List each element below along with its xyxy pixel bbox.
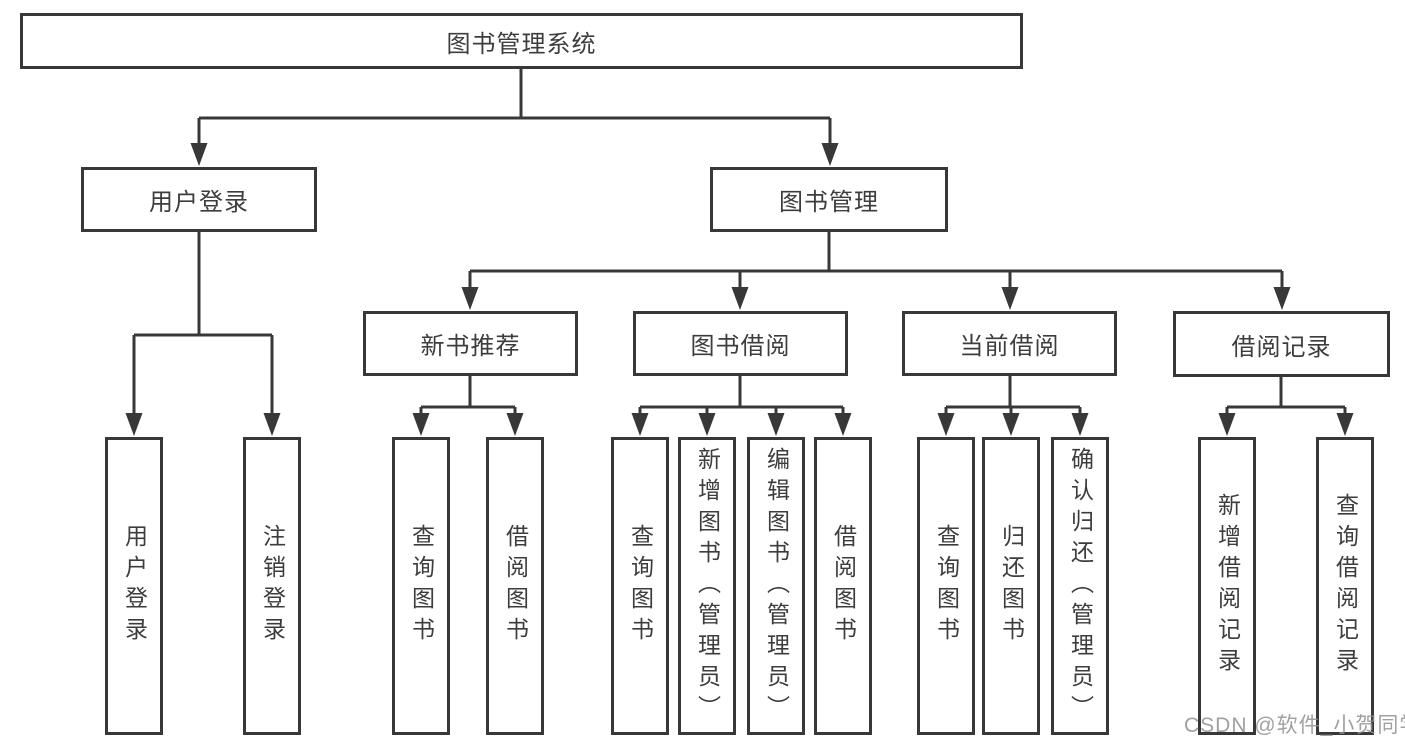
leaf-borrow-books-1-label: 借阅图书 — [502, 524, 529, 648]
leaf-user-login: 用户登录 — [105, 437, 163, 735]
leaf-logout: 注销登录 — [243, 437, 301, 735]
leaf-return-books-label: 归还图书 — [998, 524, 1025, 648]
arrowhead — [412, 413, 430, 436]
node-new-book-recommend-label: 新书推荐 — [420, 333, 521, 360]
arrowhead — [1071, 413, 1089, 436]
arrowheads — [125, 143, 1354, 436]
arrowhead — [125, 413, 143, 436]
leaf-confirm-return-admin: 确认归还（管理员） — [1051, 437, 1109, 735]
leaf-return-books: 归还图书 — [982, 437, 1040, 735]
leaf-add-borrow-record-label: 新增借阅记录 — [1214, 493, 1241, 679]
arrowhead — [821, 143, 839, 166]
node-book-management-label: 图书管理 — [779, 189, 879, 216]
node-root: 图书管理系统 — [20, 13, 1023, 69]
connector-lines — [132, 69, 1347, 418]
leaf-add-books-admin: 新增图书（管理员） — [678, 437, 736, 735]
leaf-add-borrow-record: 新增借阅记录 — [1198, 437, 1256, 735]
node-new-book-recommend: 新书推荐 — [363, 311, 578, 376]
leaf-borrow-books-1: 借阅图书 — [486, 437, 544, 735]
arrowhead — [731, 287, 749, 310]
edge-bookborrow-to-leaves — [638, 376, 845, 418]
leaf-query-books-3-label: 查询图书 — [933, 524, 960, 648]
leaf-query-books-1: 查询图书 — [392, 437, 450, 735]
leaf-query-books-1-label: 查询图书 — [408, 524, 435, 648]
arrowhead — [263, 413, 281, 436]
node-current-borrow-label: 当前借阅 — [959, 333, 1060, 360]
arrowhead — [1002, 413, 1020, 436]
leaf-edit-books-admin-label: 编辑图书（管理员） — [763, 446, 790, 726]
node-root-label: 图书管理系统 — [446, 30, 597, 58]
leaf-query-books-2: 查询图书 — [611, 437, 669, 735]
csdn-watermark: CSDN @软件_小贺同学 — [1184, 714, 1405, 737]
leaf-query-borrow-record-label: 查询借阅记录 — [1332, 493, 1359, 679]
leaf-edit-books-admin: 编辑图书（管理员） — [747, 437, 805, 735]
arrowhead — [190, 143, 208, 166]
arrowhead — [631, 413, 649, 436]
node-book-management: 图书管理 — [710, 167, 948, 232]
leaf-user-login-label: 用户登录 — [121, 524, 148, 648]
node-borrow-records-label: 借阅记录 — [1231, 333, 1332, 361]
node-current-borrow: 当前借阅 — [902, 311, 1117, 376]
arrowhead — [834, 413, 852, 436]
arrowhead — [1273, 287, 1291, 310]
arrowhead — [767, 413, 785, 436]
node-book-borrow-label: 图书借阅 — [690, 333, 791, 360]
node-user-login-label: 用户登录 — [149, 189, 249, 216]
node-user-login: 用户登录 — [81, 167, 317, 232]
edge-borrowrecords-to-leaves — [1225, 376, 1347, 418]
edge-userlogin-to-leaves — [132, 232, 274, 418]
arrowhead — [461, 287, 479, 310]
arrowhead — [937, 413, 955, 436]
leaf-query-borrow-record: 查询借阅记录 — [1316, 437, 1374, 735]
node-borrow-records: 借阅记录 — [1173, 311, 1390, 377]
leaf-logout-label: 注销登录 — [259, 524, 286, 648]
leaf-confirm-return-admin-label: 确认归还（管理员） — [1067, 446, 1094, 726]
arrowhead — [1218, 413, 1236, 436]
leaf-borrow-books-2-label: 借阅图书 — [830, 524, 857, 648]
node-book-borrow: 图书借阅 — [633, 311, 848, 376]
arrowhead — [698, 413, 716, 436]
leaf-add-books-admin-label: 新增图书（管理员） — [694, 446, 721, 726]
leaf-query-books-2-label: 查询图书 — [627, 524, 654, 648]
arrowhead — [1336, 413, 1354, 436]
arrowhead — [1001, 287, 1019, 310]
arrowhead — [506, 413, 524, 436]
leaf-query-books-3: 查询图书 — [917, 437, 975, 735]
edge-root-to-level2 — [197, 69, 832, 148]
leaf-borrow-books-2: 借阅图书 — [814, 437, 872, 735]
edge-currentborrow-to-leaves — [944, 376, 1082, 418]
edge-newbooks-to-leaves — [419, 376, 517, 418]
edge-bookmgmt-to-level3 — [468, 232, 1284, 292]
